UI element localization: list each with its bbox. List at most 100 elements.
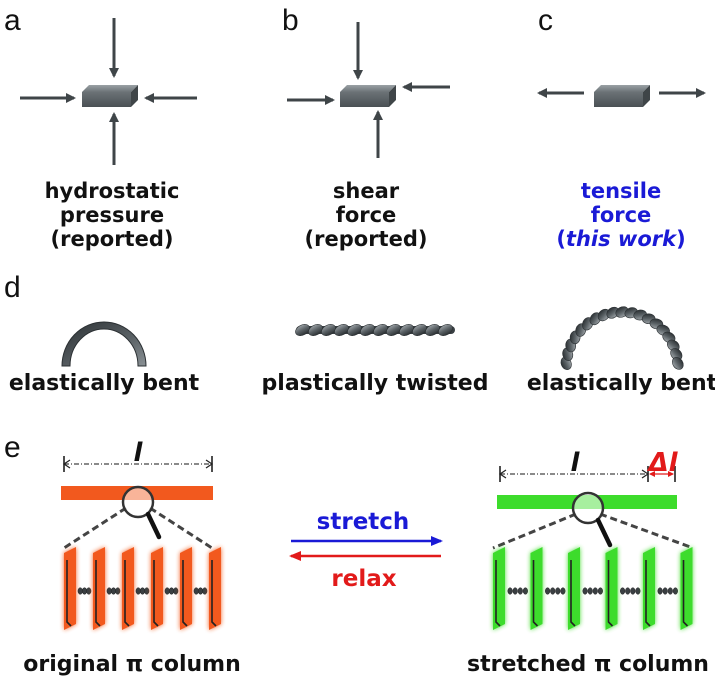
caption-c-paren-close: ) bbox=[676, 227, 686, 251]
twist-segment bbox=[412, 324, 427, 336]
zoom-line-left bbox=[63, 506, 127, 550]
block-c bbox=[594, 85, 650, 107]
caption-stretched-column: stretched π column bbox=[467, 652, 709, 677]
relax-label: relax bbox=[331, 566, 396, 592]
pi-stack-link bbox=[144, 587, 150, 595]
twist-segment bbox=[308, 324, 323, 336]
twist-segment bbox=[438, 324, 453, 336]
pi-stack-link bbox=[620, 587, 626, 595]
zoom-line-left bbox=[492, 512, 577, 550]
stretched-pi-column bbox=[492, 512, 694, 630]
pi-stack-link bbox=[560, 587, 566, 595]
shear-diagram bbox=[287, 22, 450, 158]
panel-label-e: e bbox=[4, 431, 21, 464]
twisted-rod bbox=[295, 324, 455, 336]
pi-stack-link bbox=[512, 587, 518, 595]
caption-a-line3: (reported) bbox=[51, 227, 174, 251]
zoom-line-right bbox=[599, 512, 694, 550]
caption-d-2: plastically twisted bbox=[262, 371, 489, 396]
original-pi-column bbox=[63, 506, 221, 630]
block-b bbox=[340, 85, 396, 107]
pi-molecule bbox=[209, 547, 221, 630]
magnifier-right bbox=[571, 491, 613, 548]
caption-c-line2: force bbox=[591, 203, 652, 227]
pi-molecule bbox=[568, 547, 580, 630]
pi-stack-link bbox=[81, 587, 88, 595]
twisted-bent-arc bbox=[560, 306, 684, 370]
block-a bbox=[82, 85, 138, 107]
panel-label-a: a bbox=[4, 4, 21, 37]
pi-stack-link bbox=[135, 587, 141, 595]
pi-stack-link bbox=[662, 587, 668, 595]
pi-stack-link bbox=[173, 587, 179, 595]
pi-stack-link bbox=[517, 587, 523, 595]
pi-stack-link bbox=[197, 587, 204, 595]
pi-stack-link bbox=[635, 587, 641, 595]
caption-c-line1: tensile bbox=[581, 179, 661, 203]
pi-stack-link bbox=[507, 587, 513, 595]
twist-segment bbox=[295, 324, 310, 336]
pi-stack-link bbox=[168, 587, 175, 595]
twist-segment bbox=[399, 324, 414, 336]
pi-stack-link bbox=[545, 587, 551, 595]
pi-molecule bbox=[180, 547, 192, 630]
pi-stack-link bbox=[86, 587, 92, 595]
caption-original-column: original π column bbox=[23, 652, 241, 677]
caption-c-paren-open: ( bbox=[556, 227, 566, 251]
pi-molecule bbox=[493, 547, 505, 630]
pi-stack-link bbox=[587, 587, 593, 595]
pi-molecule bbox=[643, 547, 655, 630]
caption-c-this-work: this work bbox=[566, 227, 678, 251]
pi-stack-link bbox=[667, 587, 673, 595]
caption-d-3: elastically bent bbox=[527, 371, 715, 396]
tensile-diagram bbox=[537, 85, 706, 107]
pi-stack-link bbox=[115, 587, 121, 595]
panel-label-d: d bbox=[4, 271, 21, 304]
pi-stack-link bbox=[193, 587, 199, 595]
pi-stack-link bbox=[139, 587, 146, 595]
length-marker-right bbox=[498, 466, 676, 482]
pi-molecule bbox=[93, 547, 105, 630]
magnifier-left bbox=[121, 485, 162, 540]
pi-stack-link bbox=[77, 587, 83, 595]
twist-segment bbox=[334, 324, 349, 336]
pi-molecule bbox=[122, 547, 134, 630]
pi-stack-link bbox=[592, 587, 598, 595]
panel-label-c: c bbox=[538, 4, 553, 37]
twist-segment bbox=[373, 324, 388, 336]
caption-d-1: elastically bent bbox=[9, 371, 200, 396]
pi-stack-link bbox=[657, 587, 663, 595]
pi-molecule bbox=[530, 547, 543, 630]
panel-label-b: b bbox=[282, 4, 299, 37]
pi-stack-link bbox=[672, 587, 678, 595]
pi-molecule bbox=[605, 547, 618, 630]
caption-a-line1: hydrostatic bbox=[45, 179, 180, 203]
caption-a-line2: pressure bbox=[60, 203, 164, 227]
pi-stack-link bbox=[597, 587, 603, 595]
zoom-line-right bbox=[149, 506, 213, 550]
pi-molecule bbox=[64, 547, 76, 630]
pi-stack-link bbox=[106, 587, 112, 595]
twist-segment bbox=[321, 324, 336, 336]
pi-stack-link bbox=[582, 587, 588, 595]
pi-stack-link bbox=[630, 587, 636, 595]
caption-b-line1: shear bbox=[333, 179, 400, 203]
delta-length-label: Δl bbox=[646, 448, 678, 478]
caption-b-line2: force bbox=[336, 203, 397, 227]
length-marker-left bbox=[62, 456, 214, 472]
twist-arc-segment bbox=[672, 356, 684, 370]
pi-stack-link bbox=[625, 587, 631, 595]
pi-stack-link bbox=[202, 587, 208, 595]
twist-segment bbox=[360, 324, 375, 336]
length-label-right: l bbox=[571, 448, 581, 478]
twist-segment bbox=[425, 324, 440, 336]
hydrostatic-diagram bbox=[20, 18, 197, 165]
stretch-label: stretch bbox=[317, 509, 410, 535]
twist-segment bbox=[347, 324, 362, 336]
caption-c-line3: (this work) bbox=[556, 227, 685, 251]
pi-molecule bbox=[680, 547, 693, 630]
pi-stack-link bbox=[555, 587, 561, 595]
twist-segment bbox=[386, 324, 401, 336]
caption-b-line3: (reported) bbox=[305, 227, 428, 251]
